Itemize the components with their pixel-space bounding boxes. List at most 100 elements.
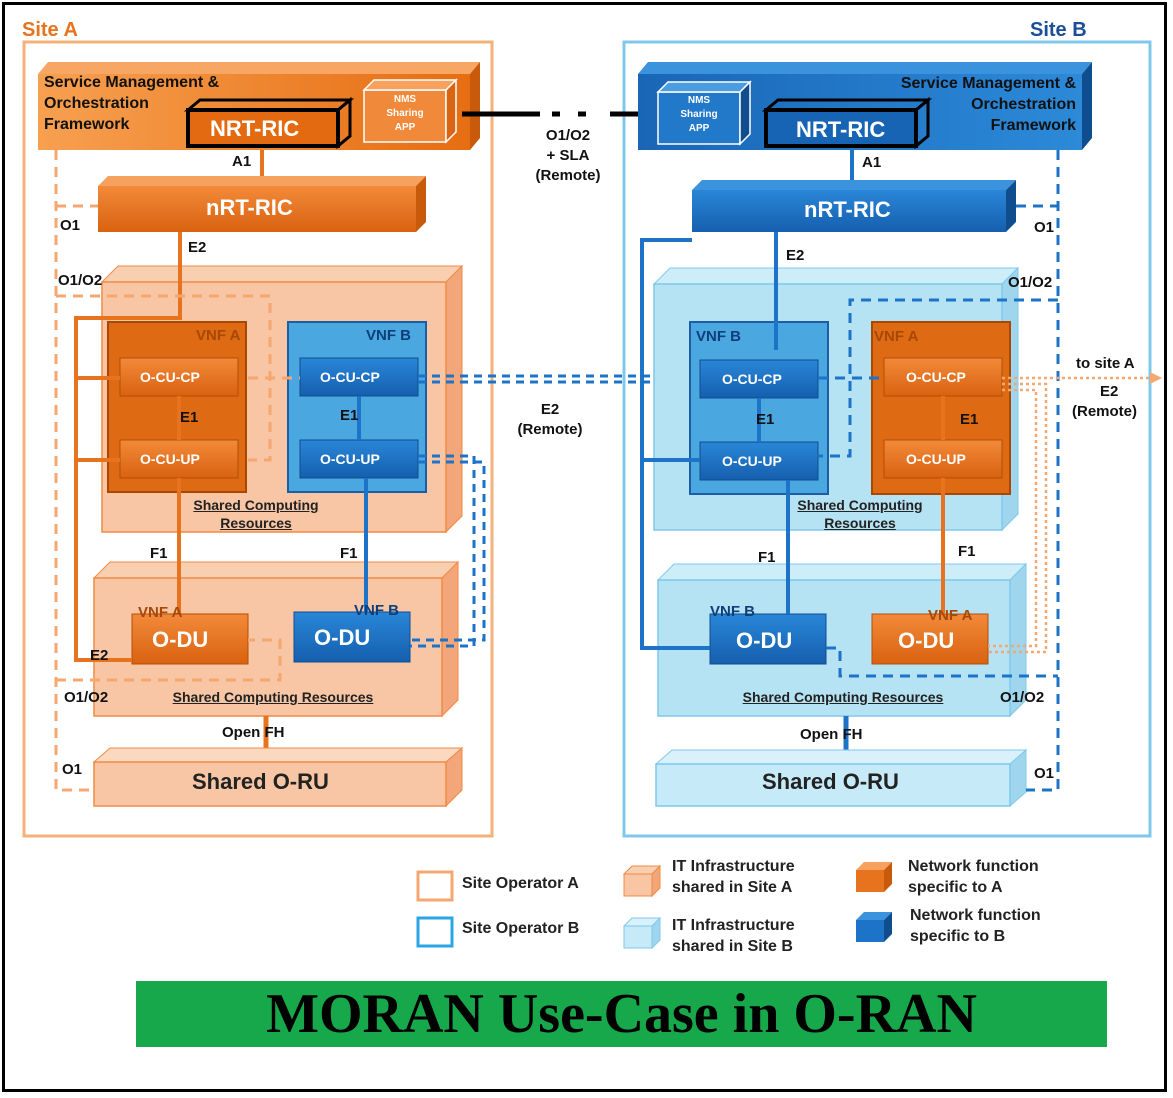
legend-nf-a-swatch xyxy=(856,870,884,892)
vnf-b-label-b: VNF B xyxy=(696,328,741,345)
ocu-cp-b-vnf-a-label: O-CU-CP xyxy=(906,369,966,385)
e2-remote-line2: (Remote) xyxy=(517,421,583,438)
site-b-title: Site B xyxy=(1030,19,1087,41)
legend-nf-a-line1: Network function xyxy=(908,858,1039,875)
legend-site-operator-a-swatch xyxy=(416,870,454,902)
nms-b-line3: APP xyxy=(688,123,710,134)
odu-b-vnf-a-label: O-DU xyxy=(898,628,955,653)
smo-b-line3: Framework xyxy=(990,117,1076,134)
nms-a-line2: Sharing xyxy=(386,108,424,119)
ocu-cp-b-vnf-b-label: O-CU-CP xyxy=(722,371,782,387)
nms-b-box xyxy=(657,91,741,145)
smo-b-line1: Service Management & xyxy=(900,75,1076,92)
o1-label-a-top: O1 xyxy=(60,217,81,234)
legend-site-operator-b-swatch xyxy=(416,916,454,948)
ocu-up-a-vnf-b-label: O-CU-UP xyxy=(320,451,380,467)
odu-a-vnf-a-label: O-DU xyxy=(152,627,209,652)
smo-b-line2: Orchestration xyxy=(971,96,1076,113)
arrow-to-site-a xyxy=(1150,372,1162,384)
o1-label-b-top: O1 xyxy=(1034,219,1055,236)
nrt-ric-b-label: nRT-RIC xyxy=(804,197,891,222)
site-a-title: Site A xyxy=(22,19,78,41)
legend-it-b-swatch xyxy=(623,925,653,949)
e2-label-a-bottom: E2 xyxy=(90,647,109,664)
shared-resources-a-line2: Resources xyxy=(220,515,292,531)
nrt-ric-a-box xyxy=(186,108,340,148)
ocu-cp-a-vnf-a-label: O-CU-CP xyxy=(140,369,200,385)
nrt-ric-b-upper-label: NRT-RIC xyxy=(796,117,886,142)
f1-label-a-vnf-b: F1 xyxy=(340,545,358,562)
e2-label-a: E2 xyxy=(188,239,207,256)
o1o2-label-a-bottom: O1/O2 xyxy=(64,689,109,706)
du-vnf-a-label-a: VNF A xyxy=(138,604,183,621)
du-vnf-a-label-b: VNF A xyxy=(928,607,973,624)
nrt-ric-a-upper-label: NRT-RIC xyxy=(210,116,300,141)
legend-nf-b-line1: Network function xyxy=(910,907,1041,924)
e2-label-b: E2 xyxy=(786,247,805,264)
odu-a-vnf-b xyxy=(293,611,411,663)
o1o2-sla-line3: (Remote) xyxy=(535,167,601,184)
nms-b-line1: NMS xyxy=(687,95,711,106)
nms-b-line2: Sharing xyxy=(680,109,718,120)
e1-label-a-vnf-b: E1 xyxy=(340,407,359,424)
shared-resources-b-line2: Resources xyxy=(824,515,896,531)
legend-it-a-swatch xyxy=(623,873,653,897)
legend-nf-b-swatch xyxy=(856,920,884,942)
smo-a-line1: Service Management & xyxy=(44,74,220,91)
e2-remote-line1: E2 xyxy=(540,401,560,418)
site-a-border xyxy=(22,40,494,838)
shared-resources-b-du: Shared Computing Resources xyxy=(742,689,944,705)
du-vnf-b-label-b: VNF B xyxy=(710,603,755,620)
open-fh-label-a: Open FH xyxy=(222,724,285,741)
f1-label-b-vnf-a: F1 xyxy=(958,543,976,560)
legend-it-a-line2: shared in Site A xyxy=(672,879,793,896)
shared-oru-b-label: Shared O-RU xyxy=(762,769,899,794)
o1o2-sla-line2: + SLA xyxy=(546,147,590,164)
nrt-ric-a-block xyxy=(98,186,416,232)
o1o2-sla-line1: O1/O2 xyxy=(545,127,591,144)
ocu-up-b-vnf-b xyxy=(699,441,819,481)
vnf-b-label-a: VNF B xyxy=(366,327,411,344)
ocu-up-b-vnf-b-label: O-CU-UP xyxy=(722,453,782,469)
vnf-a-label-b: VNF A xyxy=(874,328,919,345)
f1-label-a-vnf-a: F1 xyxy=(150,545,168,562)
open-fh-label-b: Open FH xyxy=(800,726,863,743)
e1-label-a-vnf-a: E1 xyxy=(180,409,199,426)
du-vnf-b-label-a: VNF B xyxy=(354,602,399,619)
ocu-up-a-vnf-a xyxy=(119,439,239,479)
f1-label-b-vnf-b: F1 xyxy=(758,549,776,566)
ocu-up-a-vnf-b xyxy=(299,439,419,479)
legend-site-operator-a-label: Site Operator A xyxy=(462,875,579,892)
title-banner: MORAN Use-Case in O-RAN xyxy=(136,981,1107,1047)
nrt-ric-a-label: nRT-RIC xyxy=(206,195,293,220)
e1-label-b-vnf-b: E1 xyxy=(756,411,775,428)
nms-a-line3: APP xyxy=(394,122,416,133)
ocu-cp-a-vnf-b-label: O-CU-CP xyxy=(320,369,380,385)
shared-oru-a-block xyxy=(93,761,447,807)
legend-site-operator-b-label: Site Operator B xyxy=(462,920,580,937)
o1o2-label-a-top: O1/O2 xyxy=(58,272,103,289)
smo-a-line3: Framework xyxy=(44,116,130,133)
banner-title: MORAN Use-Case in O-RAN xyxy=(266,983,977,1045)
shared-resources-b-line1: Shared Computing xyxy=(797,497,923,513)
shared-oru-a-label: Shared O-RU xyxy=(192,769,329,794)
a1-label-a: A1 xyxy=(232,153,252,170)
legend-it-a-line1: IT Infrastructure xyxy=(672,858,795,875)
ocu-up-b-vnf-a-label: O-CU-UP xyxy=(906,451,966,467)
to-site-a-line2: E2 xyxy=(1100,383,1119,400)
legend-it-b-line2: shared in Site B xyxy=(672,938,793,955)
shared-resources-a-line1: Shared Computing xyxy=(193,497,319,513)
vnf-a-label-a: VNF A xyxy=(196,327,241,344)
to-site-a-line3: (Remote) xyxy=(1072,403,1138,420)
ocu-up-a-vnf-a-label: O-CU-UP xyxy=(140,451,200,467)
legend-nf-b-line2: specific to B xyxy=(910,928,1006,945)
nms-a-line1: NMS xyxy=(393,94,417,105)
o1-label-b-bottom: O1 xyxy=(1034,765,1055,782)
odu-b-vnf-b-label: O-DU xyxy=(736,628,793,653)
odu-a-vnf-b-label: O-DU xyxy=(314,625,371,650)
site-b-border xyxy=(622,40,1152,838)
to-site-a-line1: to site A xyxy=(1076,355,1135,372)
odu-b-vnf-b xyxy=(709,613,827,665)
o1o2-label-b-top: O1/O2 xyxy=(1008,274,1053,291)
